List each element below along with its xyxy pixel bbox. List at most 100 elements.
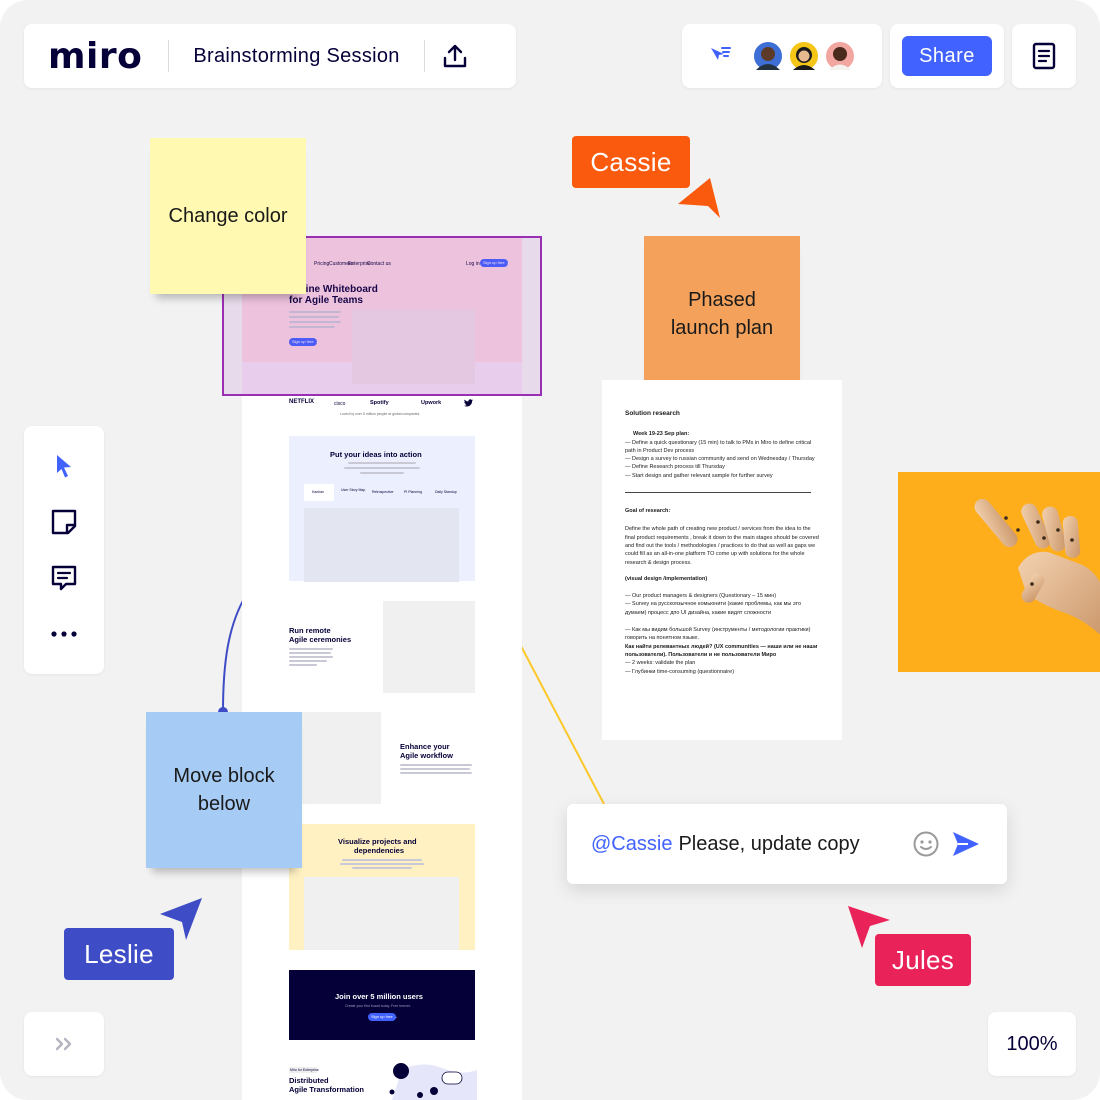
mockup-text-line: [289, 664, 317, 666]
cursor-label-jules: Jules: [875, 934, 971, 986]
mockup-logo-spotify: Spotify: [370, 400, 389, 406]
divider: [423, 40, 425, 72]
share-label: Share: [919, 44, 975, 67]
collaborators-panel: [682, 24, 882, 88]
mockup-footer-tag-bg: [289, 1067, 317, 1073]
mockup-banner: [289, 970, 475, 1040]
sticky-note-text: Change color: [168, 205, 288, 227]
export-button[interactable]: [425, 24, 485, 88]
select-tool[interactable]: [44, 446, 84, 486]
mockup-text-line: [289, 311, 341, 313]
share-button[interactable]: Share: [902, 36, 992, 76]
comment-box[interactable]: @Cassie Please, update copy: [567, 804, 1007, 884]
mockup-logo-cisco: cisco: [334, 401, 346, 407]
mockup-ceremonies-title-2: Agile ceremonies: [289, 635, 352, 644]
avatar[interactable]: [824, 40, 856, 72]
mockup-text-line: [340, 863, 424, 865]
mockup-ceremonies-title-1: Run remote: [289, 626, 331, 635]
mockup-text-line: [289, 316, 339, 318]
mockup-signup-button[interactable]: Sign up free →: [480, 259, 510, 267]
cursor-name: Cassie: [590, 146, 672, 177]
reactions-icon[interactable]: [708, 44, 732, 68]
mockup-text-line: [289, 652, 331, 654]
mockup-nav-item[interactable]: Enterprise: [348, 261, 371, 267]
mockup-hero-cta[interactable]: Sign up free →: [289, 338, 319, 346]
zoom-control[interactable]: 100%: [988, 1012, 1076, 1076]
mockup-ceremonies-image: [383, 601, 475, 693]
doc-visual-title: (visual design /implementation): [625, 575, 708, 582]
more-tool[interactable]: [44, 614, 84, 654]
mockup-section-ideas-title: Put your ideas into action: [330, 450, 422, 459]
doc-line: — Глубинки time-consuming (questionnaire…: [625, 668, 735, 675]
mockup-logo-upwork: Upwork: [421, 400, 442, 406]
mockup-text-line: [342, 859, 422, 861]
comment-mention[interactable]: @Cassie: [591, 832, 673, 855]
twitter-icon: [464, 399, 473, 407]
mockup-text-line: [400, 772, 472, 774]
mockup-visualize-title-2: dependencies: [354, 846, 405, 855]
send-icon[interactable]: [951, 830, 981, 858]
mockup-banner-subtitle: Create your first board today. Free fore…: [345, 1004, 411, 1008]
mockup-hero-title-2: for Agile Teams: [289, 295, 363, 306]
avatar-person-icon: [756, 47, 780, 70]
mockup-hero-cta-label: Sign up free →: [292, 339, 319, 344]
sticky-note-orange[interactable]: Phased launch plan: [644, 236, 800, 392]
mockup-hero-title-1: Online Whiteboard: [289, 284, 378, 295]
avatar[interactable]: [752, 40, 784, 72]
doc-goal-text: Define the whole path of creating new pr…: [625, 526, 819, 566]
sticky-note-yellow[interactable]: Change color: [150, 138, 306, 294]
mockup-workflow-title-1: Enhance your: [400, 742, 450, 751]
notes-panel[interactable]: [1012, 24, 1076, 88]
mockup-trusted-line: Loved by over 5 million people at global…: [340, 412, 420, 416]
divider: [168, 40, 170, 72]
mockup-visualize-title-1: Visualize projects and: [338, 837, 417, 846]
doc-line: — Survey на русскоязычное комьюнити (как…: [625, 601, 802, 616]
more-icon: [51, 631, 77, 637]
doc-divider: [625, 492, 811, 494]
comment-input[interactable]: Please, update copy: [678, 832, 860, 855]
mockup-banner-cta[interactable]: Sign up free →: [368, 1013, 398, 1021]
sticky-note-blue[interactable]: Move block below: [146, 712, 302, 868]
mockup-logo-netflix: NETFLIX: [289, 399, 314, 405]
mockup-tab[interactable]: User Story Map: [341, 488, 366, 492]
sticky-note-tool[interactable]: [44, 502, 84, 542]
mockup-footer-title-1: Distributed: [289, 1076, 329, 1085]
doc-goal-title: Goal of research:: [625, 508, 671, 515]
cursor-arrow-jules-icon: [848, 906, 890, 948]
research-document[interactable]: Solution research Week 19-23 Sep plan: —…: [602, 380, 842, 740]
board-title[interactable]: Brainstorming Session: [193, 44, 400, 67]
mockup-banner-title: Join over 5 million users: [335, 992, 423, 1001]
mockup-nav-item[interactable]: Customers: [329, 261, 354, 267]
upload-icon: [443, 44, 466, 68]
mockup-footer-title-2: Agile Transformation: [289, 1085, 365, 1094]
mockup-tab[interactable]: Kanban: [312, 490, 325, 494]
mockup-nav-item[interactable]: Pricing: [314, 261, 330, 267]
expand-panel[interactable]: [24, 1012, 104, 1076]
mockup-workflow-title-2: Agile workflow: [400, 751, 453, 760]
doc-line: — Define a quick questionary (15 min) to…: [625, 439, 812, 454]
wooden-hand-image[interactable]: [898, 472, 1100, 672]
doc-line: — Start design and gather relevant sampl…: [625, 472, 773, 479]
mockup-tab[interactable]: PI Planning: [404, 490, 422, 494]
cursor-arrow-cassie-icon: [678, 178, 720, 218]
sticky-note-text: Phased launch plan: [670, 289, 774, 339]
avatar-person-icon: [829, 47, 851, 70]
emoji-icon[interactable]: [912, 830, 940, 858]
comment-tool[interactable]: [44, 558, 84, 598]
miro-logo[interactable]: miro: [48, 35, 143, 77]
mockup-tab[interactable]: Daily Standup: [435, 490, 457, 494]
mockup-hero-image: [352, 310, 475, 384]
mockup-tab-active[interactable]: [304, 484, 334, 501]
mockup-tab[interactable]: Retrospective: [372, 490, 394, 494]
doc-line: — Define Research process till Thursday: [625, 464, 725, 471]
mockup-signup-label: Sign up free →: [483, 260, 510, 265]
tool-palette: [24, 426, 104, 674]
mockup-login[interactable]: Log in: [466, 261, 480, 267]
avatar[interactable]: [788, 40, 820, 72]
doc-question: Как найти релевантных людей? (UX communi…: [625, 643, 818, 658]
mockup-nav-item[interactable]: Contact us: [367, 261, 391, 267]
doc-line: — 2 weeks: validate the plan: [625, 660, 696, 667]
cursor-name: Jules: [891, 944, 955, 975]
comment-icon: [51, 565, 77, 591]
